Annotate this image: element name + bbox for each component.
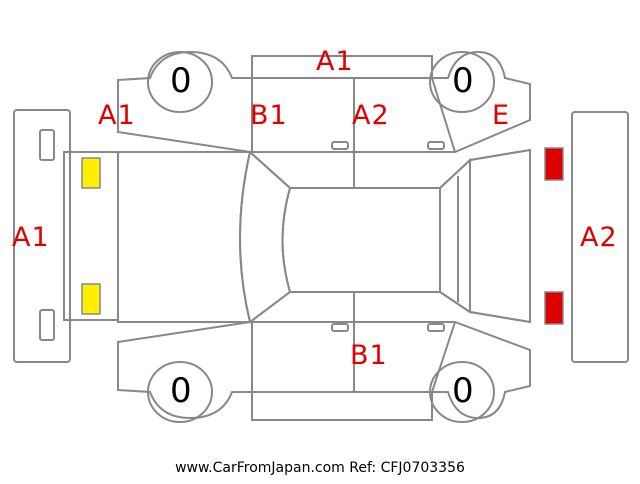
tire-front-right-value: 0 bbox=[170, 371, 192, 411]
rear-bumper-damage-code: A2 bbox=[580, 222, 618, 253]
front-bumper-slot-top bbox=[39, 129, 55, 161]
rear-bumper-outline bbox=[571, 111, 629, 363]
left-front-door-damage-code: B1 bbox=[250, 100, 288, 131]
rear-left-damage-code: E bbox=[492, 100, 511, 131]
front-bumper-outline bbox=[13, 109, 71, 363]
tire-rear-left-value: 0 bbox=[452, 61, 474, 101]
watermark-text: www.CarFromJapan.com Ref: CFJ0703356 bbox=[175, 460, 465, 476]
front-left-damage-code: A1 bbox=[98, 100, 136, 131]
right-side-outline bbox=[117, 321, 531, 421]
tire-rear-right-outline bbox=[429, 361, 495, 423]
hood-outline bbox=[117, 151, 252, 323]
tire-rear-right-value: 0 bbox=[452, 371, 474, 411]
taillight-left-marker bbox=[544, 147, 564, 181]
front-bumper-slot-bottom bbox=[39, 309, 55, 341]
rear-glass-outline bbox=[439, 157, 471, 314]
tire-front-right-outline bbox=[147, 361, 213, 423]
left-rear-door-damage-code: A2 bbox=[352, 100, 390, 131]
roof-outline bbox=[281, 187, 441, 293]
right-c-pillar bbox=[431, 321, 456, 393]
left-front-door-handle bbox=[331, 141, 349, 150]
tire-front-left-outline bbox=[147, 51, 213, 113]
headlight-right-marker bbox=[81, 283, 101, 315]
headlight-left-marker bbox=[81, 157, 101, 189]
body-top-outline bbox=[117, 148, 531, 324]
front-bumper-damage-code: A1 bbox=[12, 222, 50, 253]
right-door-damage-code: B1 bbox=[350, 340, 388, 371]
right-rear-door-handle bbox=[427, 323, 445, 332]
taillight-right-marker bbox=[544, 291, 564, 325]
tailgate-outline bbox=[469, 148, 531, 324]
left-rear-door-handle bbox=[427, 141, 445, 150]
tire-front-left-value: 0 bbox=[170, 61, 192, 101]
left-c-pillar bbox=[431, 77, 456, 153]
tire-rear-left-outline bbox=[429, 51, 495, 113]
right-front-door-handle bbox=[331, 323, 349, 332]
roof-damage-code: A1 bbox=[316, 46, 354, 77]
